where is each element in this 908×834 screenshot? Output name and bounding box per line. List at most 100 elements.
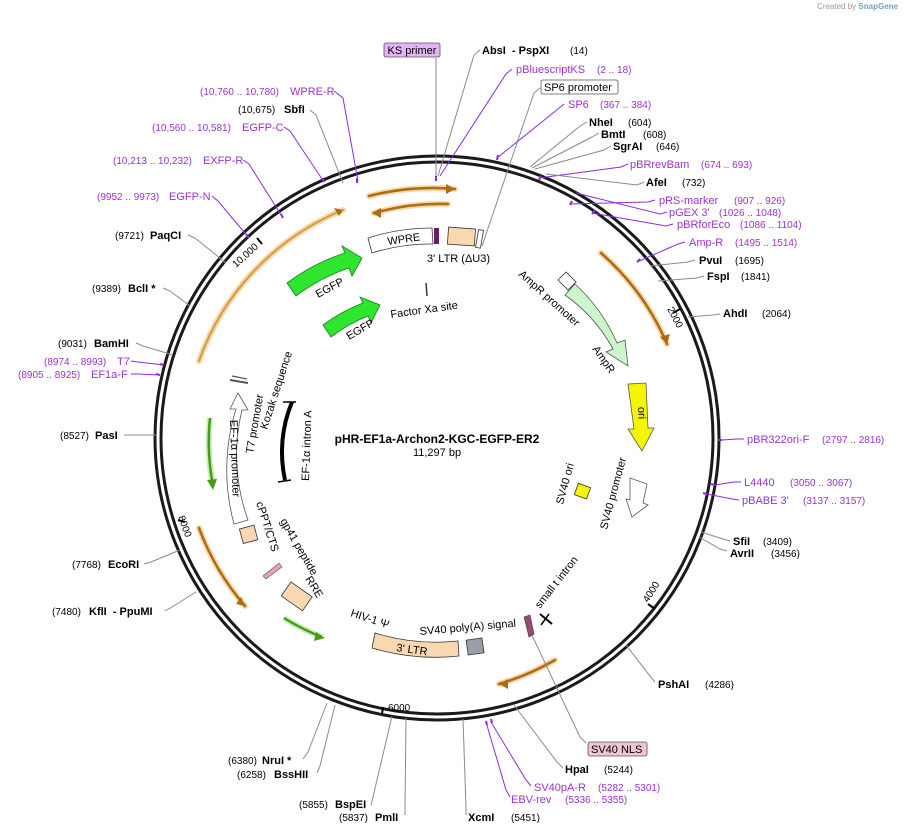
label-pos: (4286) xyxy=(705,680,734,691)
label-name: WPRE-R xyxy=(290,86,335,98)
label-name: BmtI xyxy=(601,129,625,141)
label-name: XcmI xyxy=(468,812,494,824)
label-pos: (8905 .. 8925) xyxy=(18,370,80,381)
label-name: NruI * xyxy=(262,755,292,767)
leader-xcmi xyxy=(462,718,467,815)
label-pos: (604) xyxy=(628,118,651,129)
leader-sbfi xyxy=(309,109,344,184)
leader-pbrrevbam xyxy=(538,163,629,179)
label-pos: (5451) xyxy=(511,813,540,824)
label-name: HpaI xyxy=(565,764,589,776)
arrowhead xyxy=(499,679,508,689)
label-ef1a-intron: EF-1α intron A xyxy=(300,410,314,482)
label-hiv-psi: HIV-1 Ψ xyxy=(349,607,391,631)
arrowhead xyxy=(314,632,325,641)
label-ltr-top: 3' LTR (ΔU3) xyxy=(427,253,490,265)
mark xyxy=(710,483,716,486)
label-name: pBRforEco xyxy=(677,219,730,231)
leader-lines xyxy=(124,90,467,815)
label-pos: (9721) xyxy=(115,231,144,242)
primer-arc-heads xyxy=(236,184,670,689)
leader-bmti xyxy=(531,132,600,169)
label-pos: (2 .. 18) xyxy=(597,65,631,76)
tick-mark xyxy=(647,603,656,610)
label-name: EGFP-C xyxy=(242,122,284,134)
label-kozak: Kozak sequence xyxy=(258,350,295,431)
label-name: pBRrevBam xyxy=(630,159,689,171)
ks-primer-label: KS primer xyxy=(388,45,437,57)
tick-mark xyxy=(177,519,186,523)
label-name: BssHII xyxy=(274,769,308,781)
ks-primer-box xyxy=(383,42,441,58)
tick-label-6000: 6000 xyxy=(388,703,411,714)
label-pos: (1495 .. 1514) xyxy=(735,238,797,249)
mark xyxy=(490,718,493,724)
left-labels: (10,760 .. 10,780) WPRE-R (10,675) SbfI … xyxy=(18,86,398,824)
label-name: SV40 NLS xyxy=(591,744,642,756)
leader-nrui xyxy=(302,702,328,760)
feature-sv40-polya xyxy=(465,637,485,656)
leader-egfp-c xyxy=(283,126,325,183)
arrowhead xyxy=(660,334,670,344)
label-name: PaqCI xyxy=(150,230,181,242)
backbone-outer-ring xyxy=(153,154,721,722)
label-pos: (608) xyxy=(643,130,666,141)
credit-prefix: Created by xyxy=(817,2,857,11)
label-sv40-ori: SV40 ori xyxy=(554,462,577,506)
feature-egfp-outer xyxy=(286,245,363,297)
leader-hpai xyxy=(513,704,564,769)
label-pos: (10,560 .. 10,581) xyxy=(152,123,231,134)
label-pos: (10,675) xyxy=(238,105,275,116)
leader-pbr322ori xyxy=(721,438,744,441)
leader-kfli xyxy=(164,591,197,612)
feature-kozak xyxy=(231,375,248,380)
arc-lower-left-glow xyxy=(196,525,248,609)
label-name: pBR322ori-F xyxy=(747,434,810,446)
leader-wpre-r xyxy=(333,90,359,182)
label-name: BclI * xyxy=(128,283,156,295)
leader-sp6 xyxy=(496,103,565,159)
feature-ltr-top-small xyxy=(475,229,484,249)
label-name: pBABE 3' xyxy=(742,495,789,507)
label-pos: (7768) xyxy=(72,560,101,571)
feature-wpre xyxy=(367,227,434,254)
label-pos: (732) xyxy=(682,178,705,189)
label-pos: (6380) xyxy=(228,756,257,767)
leader-bcli xyxy=(162,287,191,307)
label-ltr-bottom: 3' LTR xyxy=(396,642,429,658)
label-pos: (5244) xyxy=(604,765,633,776)
leader-pshai xyxy=(625,644,656,683)
label-name: AbsI - PspXI xyxy=(482,45,549,57)
leader-pmli xyxy=(404,717,407,815)
tick-mark xyxy=(381,706,384,715)
label-pos: (1841) xyxy=(741,272,770,283)
feature-cppt xyxy=(238,524,259,545)
leader-absi xyxy=(437,49,481,177)
leader-ecori xyxy=(143,549,181,565)
leader-pbluescriptks xyxy=(439,68,513,177)
arrowhead xyxy=(334,208,343,216)
label-pos: (8527) xyxy=(60,431,89,442)
feature-sv40-promoter xyxy=(625,477,649,518)
label-name: EBV-rev xyxy=(511,794,552,806)
feature-sv40-ori xyxy=(573,482,592,500)
label-name: SfiI xyxy=(733,536,750,548)
arrowhead xyxy=(207,479,217,490)
leader-sfii xyxy=(700,531,731,542)
label-pos: (907 .. 926) xyxy=(734,196,785,207)
label-name: BamHI xyxy=(94,338,129,350)
label-pos: (5282 .. 5301) xyxy=(598,783,660,794)
plasmid-size: 11,297 bp xyxy=(413,447,461,459)
label-name: Amp-R xyxy=(689,237,723,249)
label-wpre: WPRE xyxy=(387,231,421,247)
feature-ltr-bottom xyxy=(371,632,460,658)
label-name: PmlI xyxy=(375,812,398,824)
label-name: NheI xyxy=(589,117,613,129)
feature-wpre-mark xyxy=(434,228,439,244)
label-pos: (2064) xyxy=(762,309,791,320)
intron-cap-bottom xyxy=(277,479,292,483)
feature-ef1a-promoter xyxy=(226,392,249,525)
label-pos: (8974 .. 8993) xyxy=(44,357,106,368)
label-sv40-polya: SV40 poly(A) signal xyxy=(419,618,516,638)
snapgene-logo-text: SnapGene xyxy=(858,2,898,11)
